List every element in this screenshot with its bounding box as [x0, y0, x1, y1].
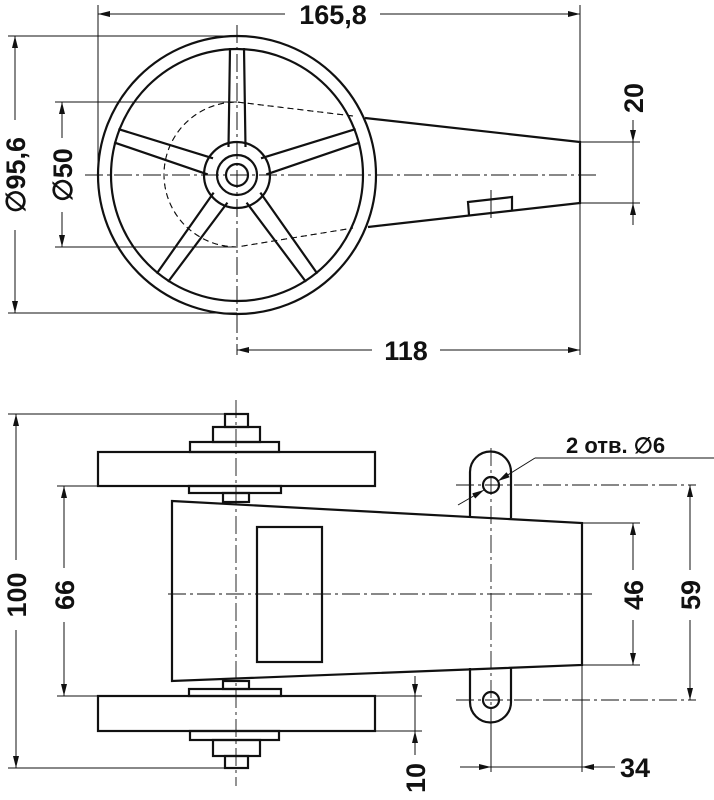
bolt-end — [223, 754, 250, 770]
washer — [188, 729, 281, 742]
dim-body-end-width: 46 — [619, 580, 649, 610]
dim-hole-spacing: 59 — [676, 580, 706, 610]
wheel-top — [96, 450, 377, 488]
leader-line — [457, 489, 485, 506]
wheel-spoke — [113, 128, 214, 176]
nut — [211, 425, 262, 444]
bolt-end — [223, 412, 250, 429]
dim-hub-diameter: ∅50 — [48, 148, 78, 202]
wheel-spoke — [245, 192, 319, 283]
arm-tab — [466, 195, 514, 216]
dim-wheel-diameter: ∅95,6 — [1, 137, 31, 213]
wheel-spokes — [113, 47, 361, 283]
dim-axle-to-end: 118 — [384, 336, 428, 366]
wheel-spoke — [260, 128, 361, 176]
mounting-lug-top — [468, 450, 513, 518]
leader-line — [497, 457, 536, 482]
dim-wheel-width: 10 — [401, 763, 431, 793]
wheel-spoke — [155, 192, 229, 283]
dim-wheel-gap: 66 — [50, 580, 80, 610]
wheel-spoke — [227, 47, 247, 148]
hidden-contour — [163, 101, 354, 248]
bottom-view: 100 66 46 59 10 34 2 отв. — [2, 400, 714, 793]
holes-note: 2 отв. ∅6 — [566, 433, 665, 458]
arm-outline — [364, 116, 582, 229]
dim-hole-to-end: 34 — [620, 753, 650, 783]
dim-overall-length: 165,8 — [299, 0, 367, 30]
wheel-bottom — [96, 694, 377, 733]
nut — [211, 738, 262, 758]
body-window — [255, 525, 324, 664]
washer — [188, 440, 281, 454]
hidden-contour-inside — [163, 101, 354, 248]
dim-overall-height: 100 — [2, 572, 32, 617]
dim-arm-end-width: 20 — [619, 83, 649, 113]
top-view: 165,8 ∅95,6 ∅50 20 118 — [1, 0, 649, 366]
body-outline — [170, 499, 584, 683]
